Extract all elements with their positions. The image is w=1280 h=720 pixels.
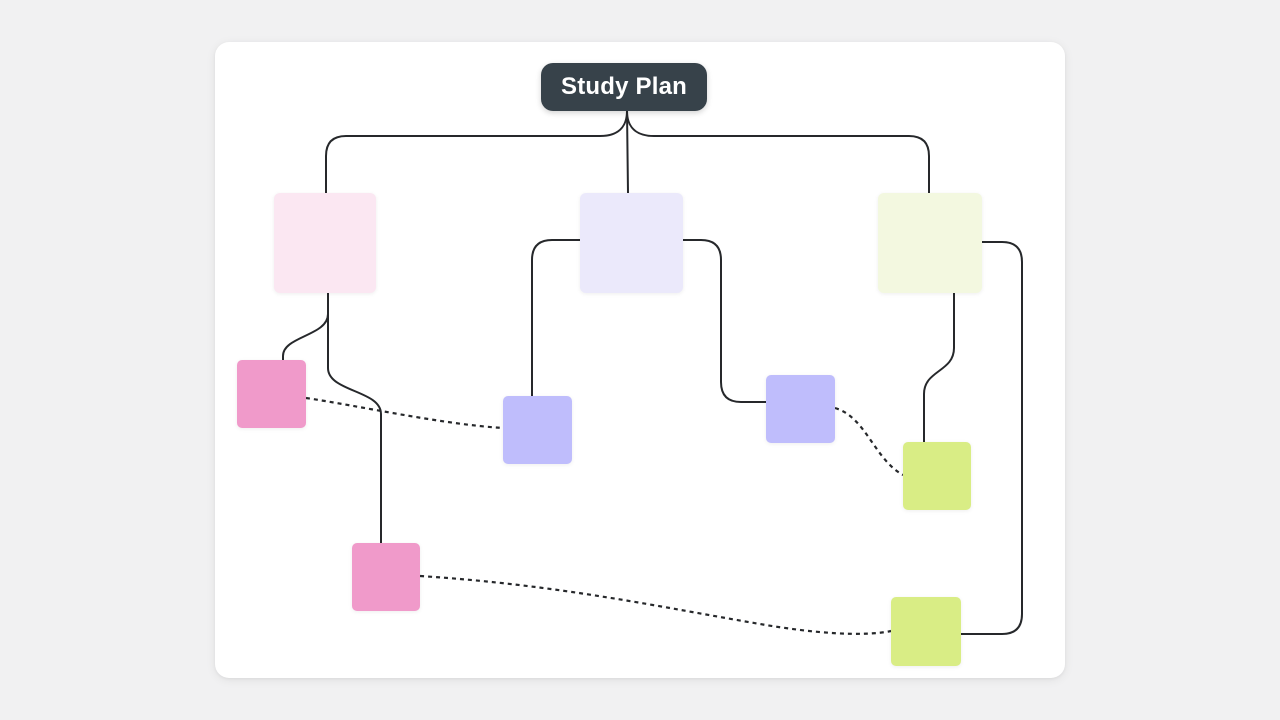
node-study-plan[interactable]: Study Plan [541, 63, 707, 111]
node-sub-purple-2[interactable] [766, 375, 835, 443]
node-sub-purple-1[interactable] [503, 396, 572, 464]
node-sub-green-2[interactable] [891, 597, 961, 666]
whiteboard-card [215, 42, 1065, 678]
node-sub-green-1[interactable] [903, 442, 971, 510]
node-sub-pink-1[interactable] [237, 360, 306, 428]
node-sub-pink-2[interactable] [352, 543, 420, 611]
node-topic-lavender[interactable] [580, 193, 683, 293]
node-topic-green[interactable] [878, 193, 982, 293]
node-topic-pink[interactable] [274, 193, 376, 293]
study-plan-label: Study Plan [560, 73, 688, 100]
